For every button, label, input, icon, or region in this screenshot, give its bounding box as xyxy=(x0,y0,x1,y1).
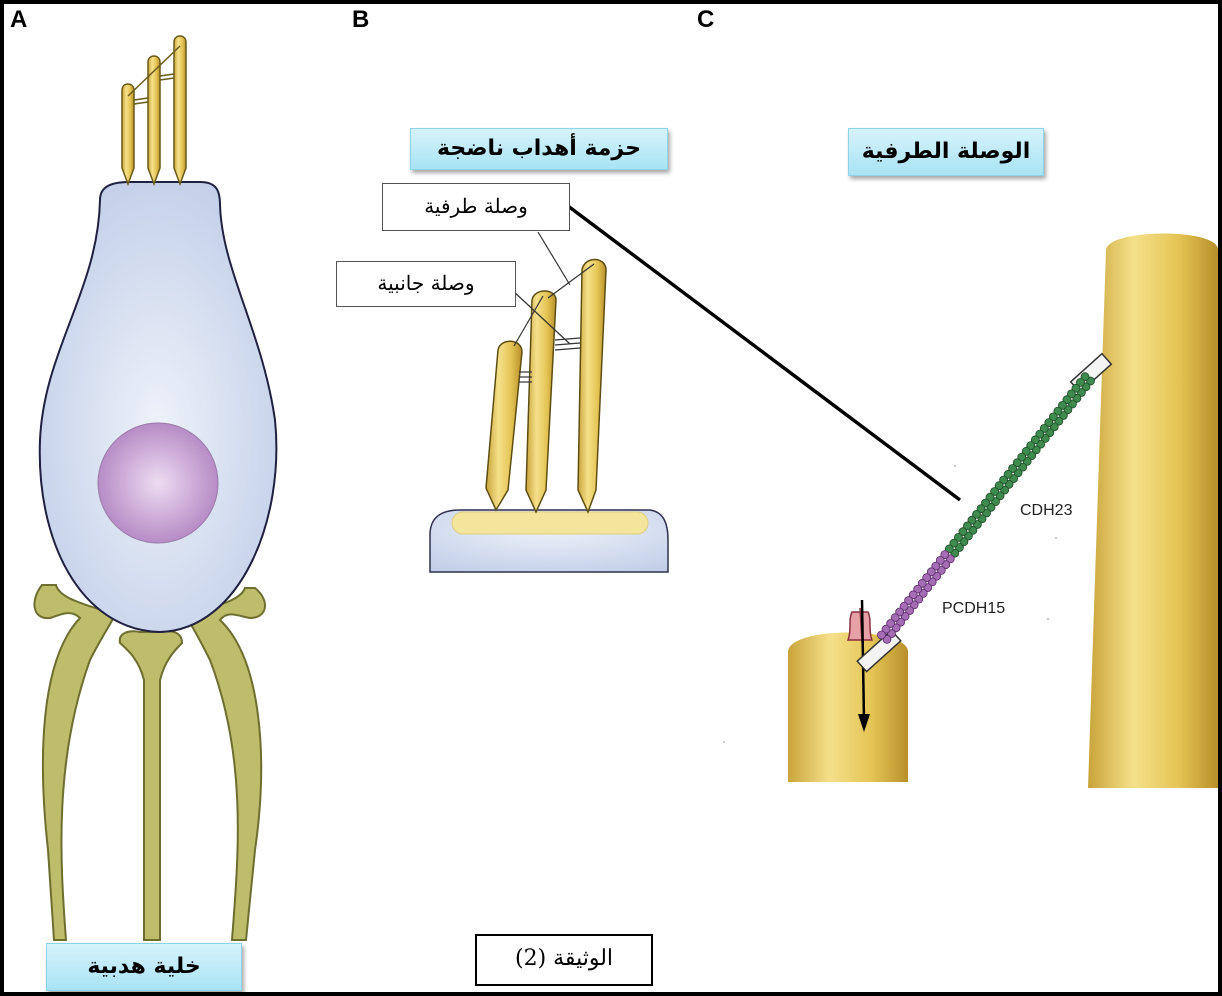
pcdh15-label: PCDH15 xyxy=(942,600,1005,618)
panel-b-letter: B xyxy=(352,8,369,32)
zoom-connector-line xyxy=(568,206,960,500)
short-stereocilium xyxy=(788,633,908,783)
panel-c-letter: C xyxy=(697,8,714,32)
tip-link-label: وصلة طرفية xyxy=(382,183,570,231)
hair-cell-body xyxy=(40,182,277,632)
cdh23-label: CDH23 xyxy=(1020,502,1072,520)
panel-a-letter: A xyxy=(10,8,27,32)
tip-link-title: الوصلة الطرفية xyxy=(848,128,1044,176)
hair-cell-label: خلية هدبية xyxy=(46,943,242,991)
nucleus xyxy=(98,423,218,543)
document-label: الوثيقة (2) xyxy=(475,934,653,986)
supporting-cells xyxy=(34,585,265,940)
mature-bundle-label: حزمة أهداب ناضجة xyxy=(410,128,668,170)
tall-stereocilium xyxy=(1088,234,1218,789)
cell-stereocilia xyxy=(122,36,186,184)
lateral-link-label: وصلة جانبية xyxy=(336,261,516,307)
cuticular-plate xyxy=(452,512,648,534)
pcdh15-bead xyxy=(878,631,886,639)
